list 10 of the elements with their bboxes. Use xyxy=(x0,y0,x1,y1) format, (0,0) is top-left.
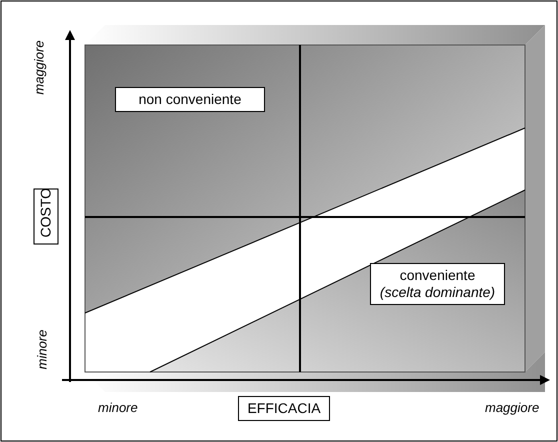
label-subtext: (scelta dominante) xyxy=(378,284,496,301)
quadrant-label: non conveniente xyxy=(115,87,265,112)
axis-title-box: EFFICACIA xyxy=(238,396,330,421)
axis-title-box: COSTO xyxy=(34,188,58,244)
label-text: conveniente xyxy=(398,267,476,284)
axis-end-label: maggiore xyxy=(32,40,47,95)
axis-end-label: minore xyxy=(34,330,50,370)
axis-end-label: minore xyxy=(98,400,138,415)
axis-end-label: maggiore xyxy=(485,400,540,415)
label-box xyxy=(370,263,505,305)
